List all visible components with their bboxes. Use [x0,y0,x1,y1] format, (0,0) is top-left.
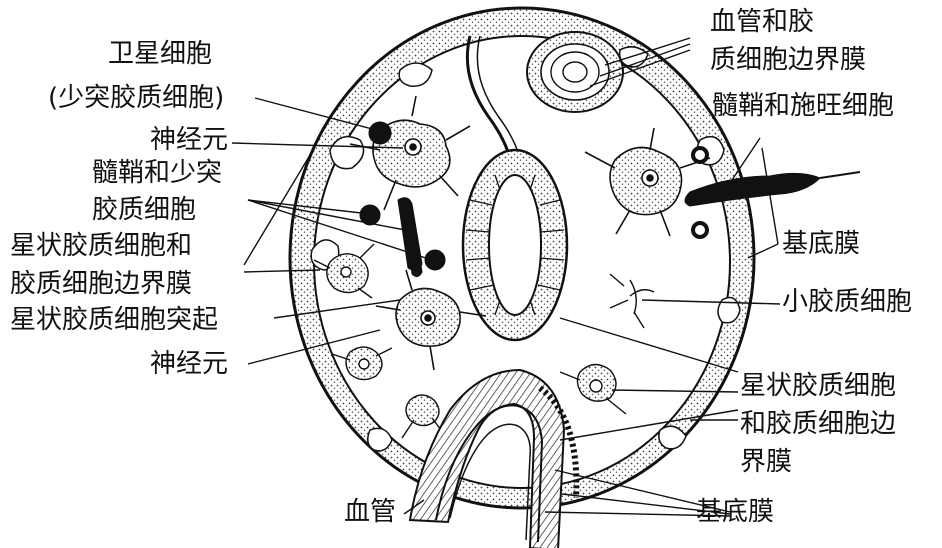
central-canal [463,150,567,340]
label-blood-vessel: 血管 [344,496,396,528]
label-basement-membrane-upper: 基底膜 [782,228,860,260]
label-astro-membrane-line1: 星状胶质细胞和 [10,230,192,262]
label-myelin-oligo-line1: 髓鞘和少突 [92,157,222,189]
label-vessel-glial-line2: 质细胞边界膜 [710,44,866,76]
label-astro-membrane-right-line2: 和胶质细胞边 [740,408,896,440]
label-satellite-cell: 卫星细胞 [108,38,212,70]
label-astro-membrane-line2: 胶质细胞边界膜 [10,268,192,300]
label-myelin-schwann: 髓鞘和施旺细胞 [712,90,894,122]
label-satellite-cell-sub: (少突胶质细胞) [48,82,224,114]
label-astro-process: 星状胶质细胞突起 [10,304,218,336]
label-vessel-glial-line1: 血管和胶 [710,6,814,38]
label-astro-membrane-right-line1: 星状胶质细胞 [740,370,896,402]
vessel-top-right [527,32,623,112]
label-neuron-upper: 神经元 [150,124,228,156]
label-astro-membrane-right-line3: 界膜 [740,446,792,478]
label-myelin-oligo-line2: 胶质细胞 [92,194,196,226]
label-neuron-lower: 神经元 [150,348,228,380]
label-basement-membrane-lower: 基底膜 [696,496,774,528]
label-microglia: 小胶质细胞 [782,286,912,318]
